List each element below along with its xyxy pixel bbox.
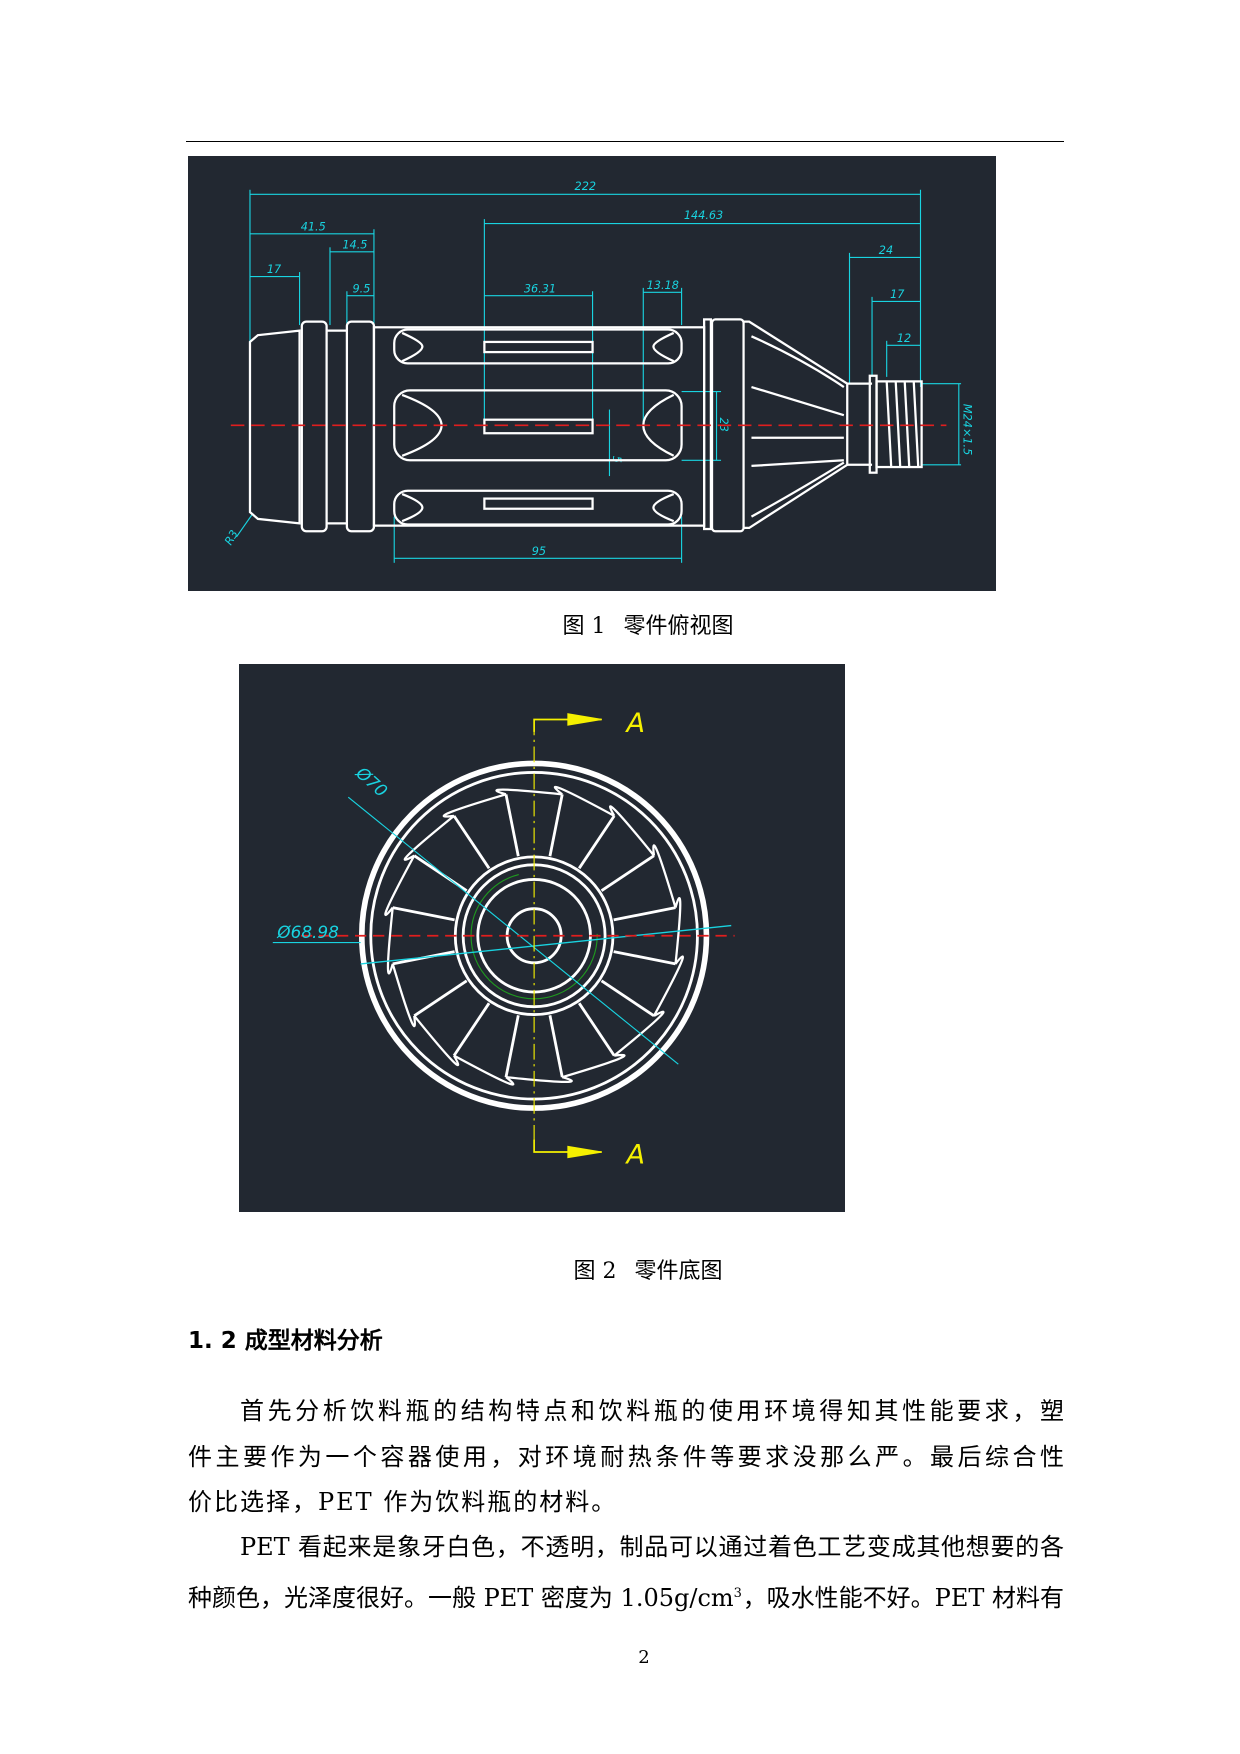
spoke-rib bbox=[600, 854, 655, 892]
spoke-rib bbox=[392, 906, 455, 922]
text-after-superscript: ，吸水性能不好。PET 材料有 bbox=[742, 1584, 1064, 1612]
spoke-rib bbox=[413, 854, 468, 892]
section-label-top: A bbox=[624, 708, 644, 739]
spoke-rib bbox=[413, 979, 468, 1018]
spoke-rib bbox=[548, 794, 564, 857]
dimension-lines bbox=[235, 189, 962, 563]
rib-arc bbox=[403, 814, 455, 861]
dim-95: 95 bbox=[532, 545, 546, 558]
spoke-rib bbox=[613, 906, 676, 922]
spoke-rib bbox=[504, 1015, 520, 1078]
dimension-labels: 222 144.63 41.5 14.5 17 9.5 36.31 13.18 … bbox=[222, 180, 973, 558]
dim-12: 12 bbox=[897, 332, 911, 345]
section-heading: 1. 2 成型材料分析 bbox=[188, 1328, 383, 1354]
spoke-rib bbox=[578, 815, 616, 870]
rib-arc bbox=[391, 963, 416, 1028]
spoke-rib bbox=[548, 1015, 564, 1078]
rib-arc bbox=[609, 805, 655, 857]
dim-17-left: 17 bbox=[267, 263, 282, 276]
dim-41-5: 41.5 bbox=[301, 220, 326, 233]
paragraph-line: 价比选择，PET 作为饮料瓶的材料。 bbox=[188, 1488, 618, 1516]
dim-diameter-70: Ø70 bbox=[352, 762, 392, 801]
rib-arc bbox=[413, 1015, 460, 1067]
rib-arc bbox=[652, 844, 677, 908]
cad-top-view-drawing: 222 144.63 41.5 14.5 17 9.5 36.31 13.18 … bbox=[222, 180, 973, 563]
cad-bottom-view-drawing: A A Ø70 Ø68.98 bbox=[272, 708, 735, 1170]
text-before-superscript: 种颜色，光泽度很好。一般 PET 密度为 1.05g/cm bbox=[188, 1584, 734, 1612]
dim-radius: R3 bbox=[222, 528, 241, 547]
rib-arc bbox=[442, 793, 507, 818]
dim-13-18: 13.18 bbox=[647, 279, 679, 292]
paragraph-line: PET 看起来是象牙白色，不透明，制品可以通过着色工艺变成其他想要的各 bbox=[240, 1533, 1064, 1561]
figure1-caption: 图 1 零件俯视图 bbox=[0, 608, 1240, 640]
rib-arc bbox=[613, 1010, 665, 1057]
dim-thread: M24×1.5 bbox=[960, 404, 973, 455]
dim-144-63: 144.63 bbox=[684, 209, 723, 222]
superscript: 3 bbox=[733, 1586, 742, 1601]
rib-arc bbox=[553, 785, 615, 817]
paragraph-line: 首先分析饮料瓶的结构特点和饮料瓶的使用环境得知其性能要求，塑 bbox=[240, 1397, 1064, 1425]
line-part: 种颜色，光泽度很好。一般 PET 密度为 1.05g/cm3 bbox=[188, 1578, 742, 1613]
spoke-rib bbox=[452, 815, 491, 870]
rib-arc bbox=[386, 907, 394, 975]
dim-36-31: 36.31 bbox=[524, 282, 556, 295]
spoke-rib bbox=[613, 950, 676, 966]
dim-line-6898 bbox=[360, 924, 732, 965]
spoke-rib bbox=[504, 794, 520, 857]
rib-arc bbox=[505, 1076, 573, 1083]
dim-14-5: 14.5 bbox=[342, 238, 367, 251]
dim-222: 222 bbox=[575, 180, 596, 193]
rib-arc bbox=[561, 1053, 626, 1079]
spoke-rib bbox=[578, 1002, 616, 1057]
spoke-rib bbox=[600, 979, 655, 1018]
dim-diameter-6898: Ø68.98 bbox=[276, 922, 339, 942]
rib-arc bbox=[674, 897, 682, 964]
paragraph-line: 件主要作为一个容器使用，对环境耐热条件等要求没那么严。最后综合性 bbox=[188, 1443, 1064, 1471]
rib-arc bbox=[453, 1054, 515, 1086]
rib-arc bbox=[653, 955, 684, 1017]
dim-17-right: 17 bbox=[890, 288, 905, 301]
dim-9-5: 9.5 bbox=[353, 282, 371, 295]
header-rule bbox=[186, 141, 1064, 142]
spoke-rib bbox=[452, 1002, 491, 1057]
figure-bottom-view: A A Ø70 Ø68.98 bbox=[239, 664, 845, 1212]
dim-24: 24 bbox=[879, 244, 893, 257]
figure1-number: 图 1 bbox=[562, 614, 606, 639]
rib-arc bbox=[495, 788, 563, 796]
rib-arc bbox=[384, 855, 416, 917]
figure1-title: 零件俯视图 bbox=[623, 614, 734, 639]
section-label-bottom: A bbox=[624, 1139, 644, 1170]
page-number: 2 bbox=[638, 1647, 650, 1668]
figure-top-view: 222 144.63 41.5 14.5 17 9.5 36.31 13.18 … bbox=[188, 156, 996, 591]
figure2-number: 图 2 bbox=[573, 1259, 617, 1284]
dim-line-70 bbox=[347, 796, 679, 1065]
paragraph-line: 种颜色，光泽度很好。一般 PET 密度为 1.05g/cm3 ，吸水性能不好。P… bbox=[188, 1578, 1064, 1613]
figure2-title: 零件底图 bbox=[634, 1259, 723, 1284]
figure2-caption: 图 2 零件底图 bbox=[0, 1253, 1240, 1285]
